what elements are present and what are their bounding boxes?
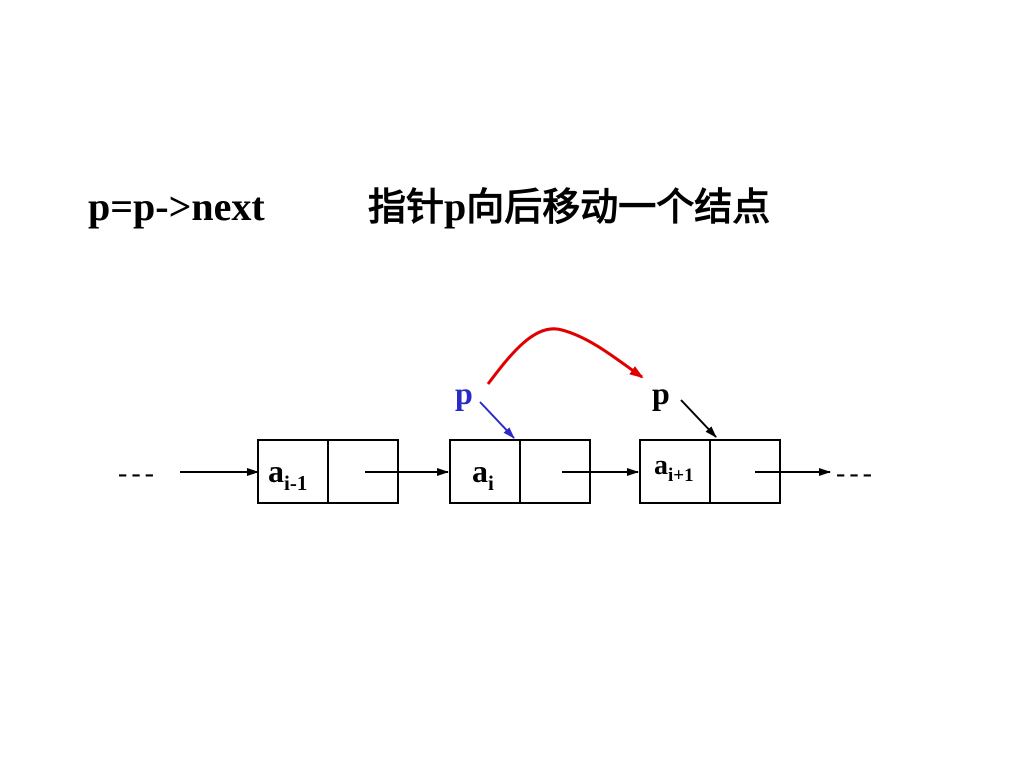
statement-description: 指针p向后移动一个结点 <box>368 184 770 229</box>
node-label: ai-1 <box>268 453 307 495</box>
new-pointer-label: p <box>652 375 670 411</box>
old-pointer-label: p <box>455 375 473 411</box>
code-statement: p=p->next <box>88 184 265 229</box>
node-a-i: ai <box>449 439 591 504</box>
description-pointer: p <box>444 184 466 229</box>
node-label: ai+1 <box>654 450 694 486</box>
node-label: ai <box>472 453 494 495</box>
description-suffix: 向后移动一个结点 <box>466 185 770 229</box>
right-ellipsis: --- <box>836 458 876 489</box>
new-pointer-arrow <box>680 399 717 438</box>
old-pointer-arrow <box>479 401 515 439</box>
description-prefix: 指针 <box>368 185 444 229</box>
pointer-move-arrow <box>486 327 644 385</box>
node-a-i-minus-1: ai-1 <box>257 439 399 504</box>
left-ellipsis: --- <box>118 458 158 489</box>
